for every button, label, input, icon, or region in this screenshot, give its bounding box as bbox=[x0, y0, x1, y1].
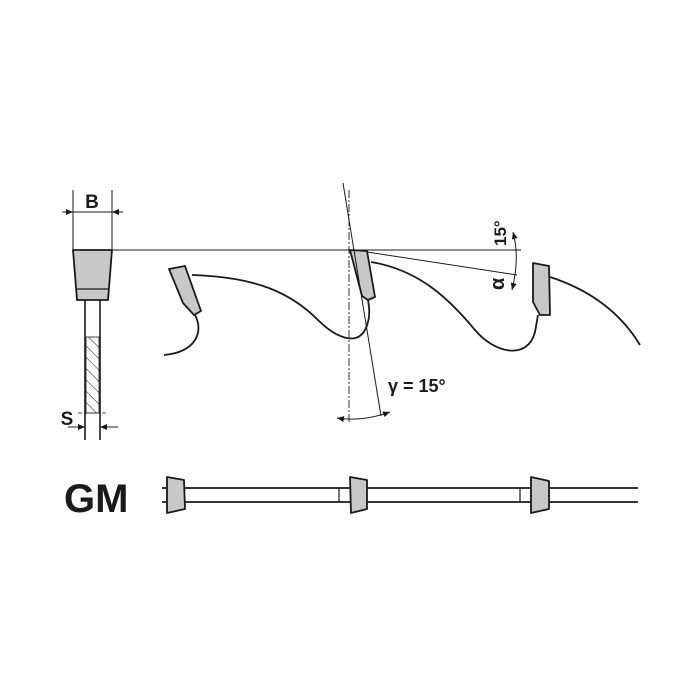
gm-tooth bbox=[349, 476, 368, 514]
saw-tooth bbox=[349, 249, 376, 301]
thickness-label-S: S bbox=[61, 409, 74, 430]
width-label-B: B bbox=[85, 192, 99, 213]
clearance-angle-value: 15° bbox=[491, 220, 510, 246]
hatched-section bbox=[85, 336, 100, 414]
clearance-angle-symbol: α bbox=[487, 277, 509, 290]
blade-side-view: γ = 15° 15° α bbox=[163, 182, 641, 423]
tooth-back-curve bbox=[191, 274, 371, 340]
clearance-angle-arc bbox=[510, 231, 518, 291]
rake-angle-label: γ = 15° bbox=[388, 376, 446, 396]
tooth-back-curve bbox=[549, 276, 641, 346]
saw-tooth bbox=[168, 265, 202, 316]
tooth-back-curve bbox=[370, 261, 539, 352]
gm-tooth-profile: GM bbox=[64, 476, 638, 521]
rake-angle-arc bbox=[336, 411, 391, 423]
gullet-curve bbox=[163, 314, 200, 356]
tooth-cross-section bbox=[72, 249, 113, 301]
saw-tooth bbox=[532, 262, 551, 316]
blade-cross-section: B S bbox=[61, 190, 123, 440]
gm-tooth bbox=[166, 476, 186, 514]
tooth-type-label: GM bbox=[64, 477, 128, 521]
gm-tooth bbox=[530, 476, 550, 514]
rake-line bbox=[342, 182, 382, 417]
clearance-line bbox=[366, 251, 518, 276]
